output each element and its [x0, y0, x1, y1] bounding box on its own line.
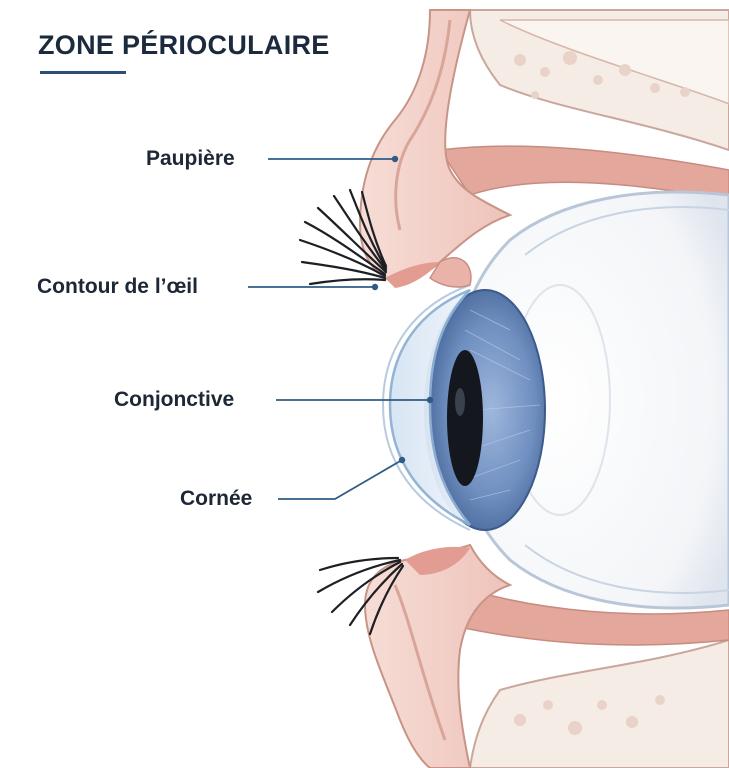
conjunctiva-layer — [381, 284, 471, 531]
label-eye-contour: Contour de l’œil — [37, 275, 198, 298]
leader-line-cornea — [278, 459, 403, 500]
orbital-bone-upper — [468, 9, 729, 152]
label-cornea: Cornée — [180, 487, 253, 510]
label-eyelid: Paupière — [146, 147, 235, 170]
title-underline — [40, 71, 126, 74]
lower-eyelashes — [316, 556, 405, 636]
page-title: ZONE PÉRIOCULAIRE — [38, 30, 330, 60]
lower-eyelid — [363, 543, 513, 768]
upper-eyelid — [358, 9, 513, 288]
leader-dots — [371, 155, 434, 464]
upper-muscle — [438, 145, 729, 201]
label-conjunctiva: Conjonctive — [114, 388, 235, 411]
pupil — [447, 350, 483, 486]
cornea — [388, 288, 471, 527]
upper-eyelashes — [298, 188, 388, 286]
leader-lines — [248, 158, 430, 500]
orbital-bone-lower — [468, 638, 729, 768]
iris-texture — [464, 309, 541, 501]
pupil-highlight — [455, 388, 465, 416]
lower-muscle — [448, 589, 729, 646]
eyeball — [453, 190, 729, 610]
